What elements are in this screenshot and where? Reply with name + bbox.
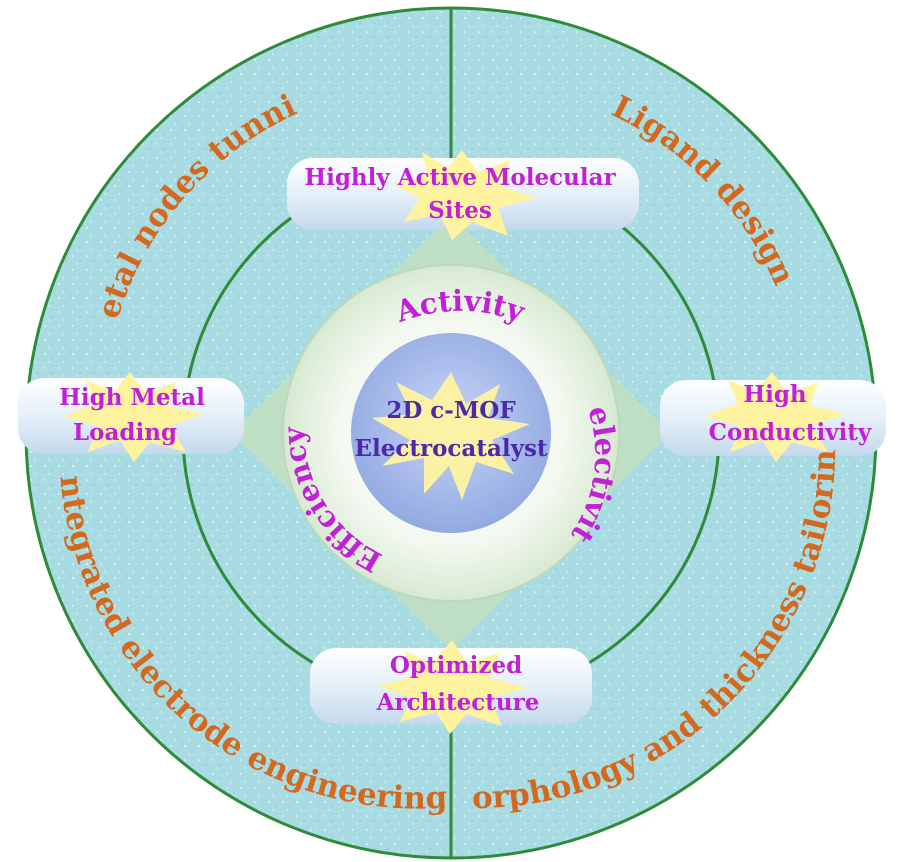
core-title-line1: 2D c-MOF bbox=[386, 397, 516, 424]
feature-right: High Conductivity bbox=[660, 372, 886, 462]
feature-bottom: Optimized Architecture bbox=[310, 640, 592, 734]
core-title-line2: Electrocatalyst bbox=[354, 435, 547, 462]
feature-top-line2: Sites bbox=[428, 197, 492, 224]
feature-left-line1: High Metal bbox=[59, 384, 205, 411]
feature-left-line2: Loading bbox=[73, 419, 177, 446]
feature-bottom-line1: Optimized bbox=[390, 652, 522, 679]
feature-top: Highly Active Molecular Sites bbox=[287, 150, 639, 240]
core-star bbox=[372, 372, 530, 500]
feature-right-line2: Conductivity bbox=[709, 419, 872, 446]
feature-right-line1: High bbox=[743, 381, 807, 408]
feature-bottom-line2: Architecture bbox=[376, 689, 540, 716]
feature-left: High Metal Loading bbox=[18, 372, 244, 462]
feature-top-line1: Highly Active Molecular bbox=[304, 164, 616, 191]
